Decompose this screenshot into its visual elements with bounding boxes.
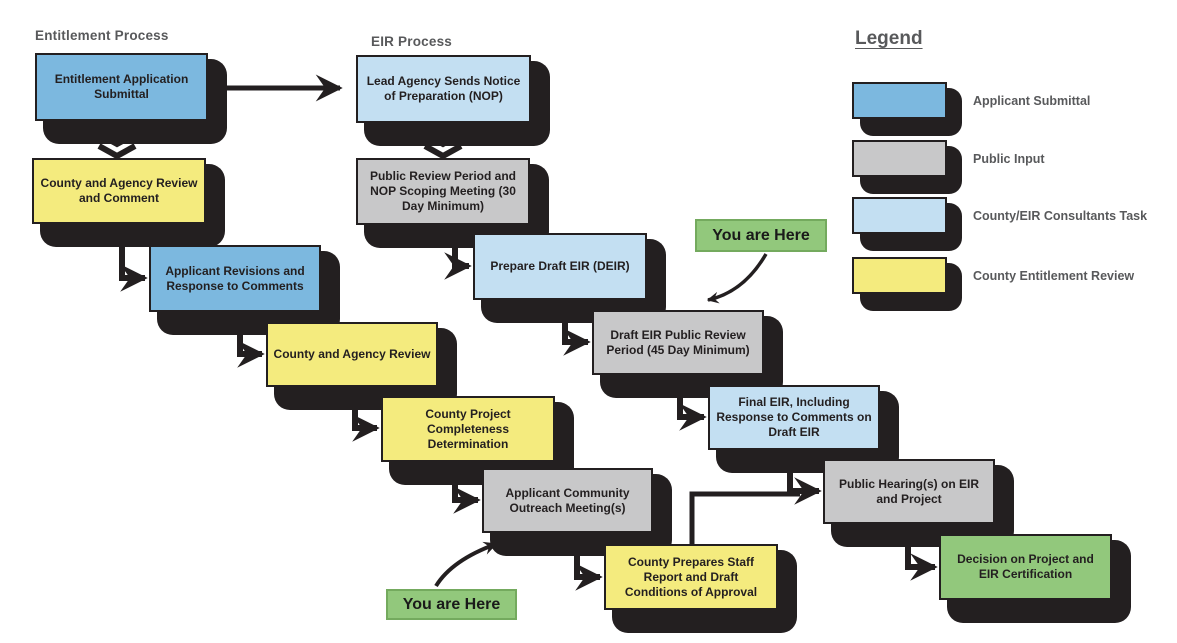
flow-step-public-hearings: Public Hearing(s) on EIR and Project: [823, 459, 1014, 547]
you-are-here-badge-bottom: You are Here: [386, 589, 517, 620]
flow-step-completeness-determination: County Project Completeness Determinatio…: [381, 396, 574, 485]
flow-step-label: Public Review Period and NOP Scoping Mee…: [356, 158, 530, 225]
legend-swatch-entitlement-review: [852, 257, 962, 311]
flow-step-label: County Project Completeness Determinatio…: [381, 396, 555, 462]
flow-step-label: Prepare Draft EIR (DEIR): [473, 233, 647, 300]
flow-step-label: Final EIR, Including Response to Comment…: [708, 385, 880, 450]
flow-step-community-outreach: Applicant Community Outreach Meeting(s): [482, 468, 672, 556]
you-are-here-bottom-arrow: [434, 541, 498, 588]
legend-swatch-public-input: [852, 140, 962, 194]
flow-step-label: County Prepares Staff Report and Draft C…: [604, 544, 778, 610]
legend-title: Legend: [855, 28, 923, 49]
connector-staff-report-to-public-hearing: [689, 491, 800, 546]
swatch-fill: [852, 257, 947, 294]
flow-step-final-eir: Final EIR, Including Response to Comment…: [708, 385, 899, 473]
flow-step-county-agency-review: County and Agency Review: [266, 322, 457, 410]
legend-swatch-applicant-submittal: [852, 82, 962, 136]
flow-step-label: Applicant Community Outreach Meeting(s): [482, 468, 653, 533]
swatch-fill: [852, 197, 947, 234]
eir-process-heading: EIR Process: [371, 34, 452, 49]
legend-item: County Entitlement Review: [852, 257, 1172, 311]
flow-step-applicant-revisions: Applicant Revisions and Response to Comm…: [149, 245, 340, 335]
swatch-fill: [852, 140, 947, 177]
entitlement-process-heading: Entitlement Process: [35, 28, 169, 43]
flow-step-label: County and Agency Review: [266, 322, 438, 387]
legend-label: Public Input: [973, 151, 1045, 166]
you-are-here-badge-top: You are Here: [695, 219, 827, 252]
flow-step-draft-eir-review: Draft EIR Public Review Period (45 Day M…: [592, 310, 783, 398]
flow-step-prepare-deir: Prepare Draft EIR (DEIR): [473, 233, 666, 323]
flow-step-label: Entitlement Application Submittal: [35, 53, 208, 121]
you-are-here-top-arrow: [706, 253, 768, 304]
legend-item: Public Input: [852, 140, 1172, 194]
legend-label: County Entitlement Review: [973, 268, 1135, 283]
flow-step-staff-report: County Prepares Staff Report and Draft C…: [604, 544, 797, 633]
flow-step-label: Public Hearing(s) on EIR and Project: [823, 459, 995, 524]
flow-step-label: Applicant Revisions and Response to Comm…: [149, 245, 321, 312]
legend-label: Applicant Submittal: [973, 93, 1091, 108]
flow-step-county-agency-review-comment: County and Agency Review and Comment: [32, 158, 225, 247]
flow-step-nop-notice: Lead Agency Sends Notice of Preparation …: [356, 55, 550, 146]
flow-step-nop-scoping: Public Review Period and NOP Scoping Mee…: [356, 158, 549, 248]
flow-step-label: Lead Agency Sends Notice of Preparation …: [356, 55, 531, 123]
legend-item: Applicant Submittal: [852, 82, 1172, 136]
flow-step-label: County and Agency Review and Comment: [32, 158, 206, 224]
legend-swatch-consultants-task: [852, 197, 962, 251]
legend-item: County/EIR Consultants Task: [852, 197, 1172, 251]
flow-step-entitlement-application-submittal: Entitlement Application Submittal: [35, 53, 227, 144]
swatch-fill: [852, 82, 947, 119]
legend-label: County/EIR Consultants Task: [973, 208, 1148, 223]
flow-step-decision-certification: Decision on Project and EIR Certificatio…: [939, 534, 1131, 623]
flow-step-label: Draft EIR Public Review Period (45 Day M…: [592, 310, 764, 375]
flow-step-label: Decision on Project and EIR Certificatio…: [939, 534, 1112, 600]
